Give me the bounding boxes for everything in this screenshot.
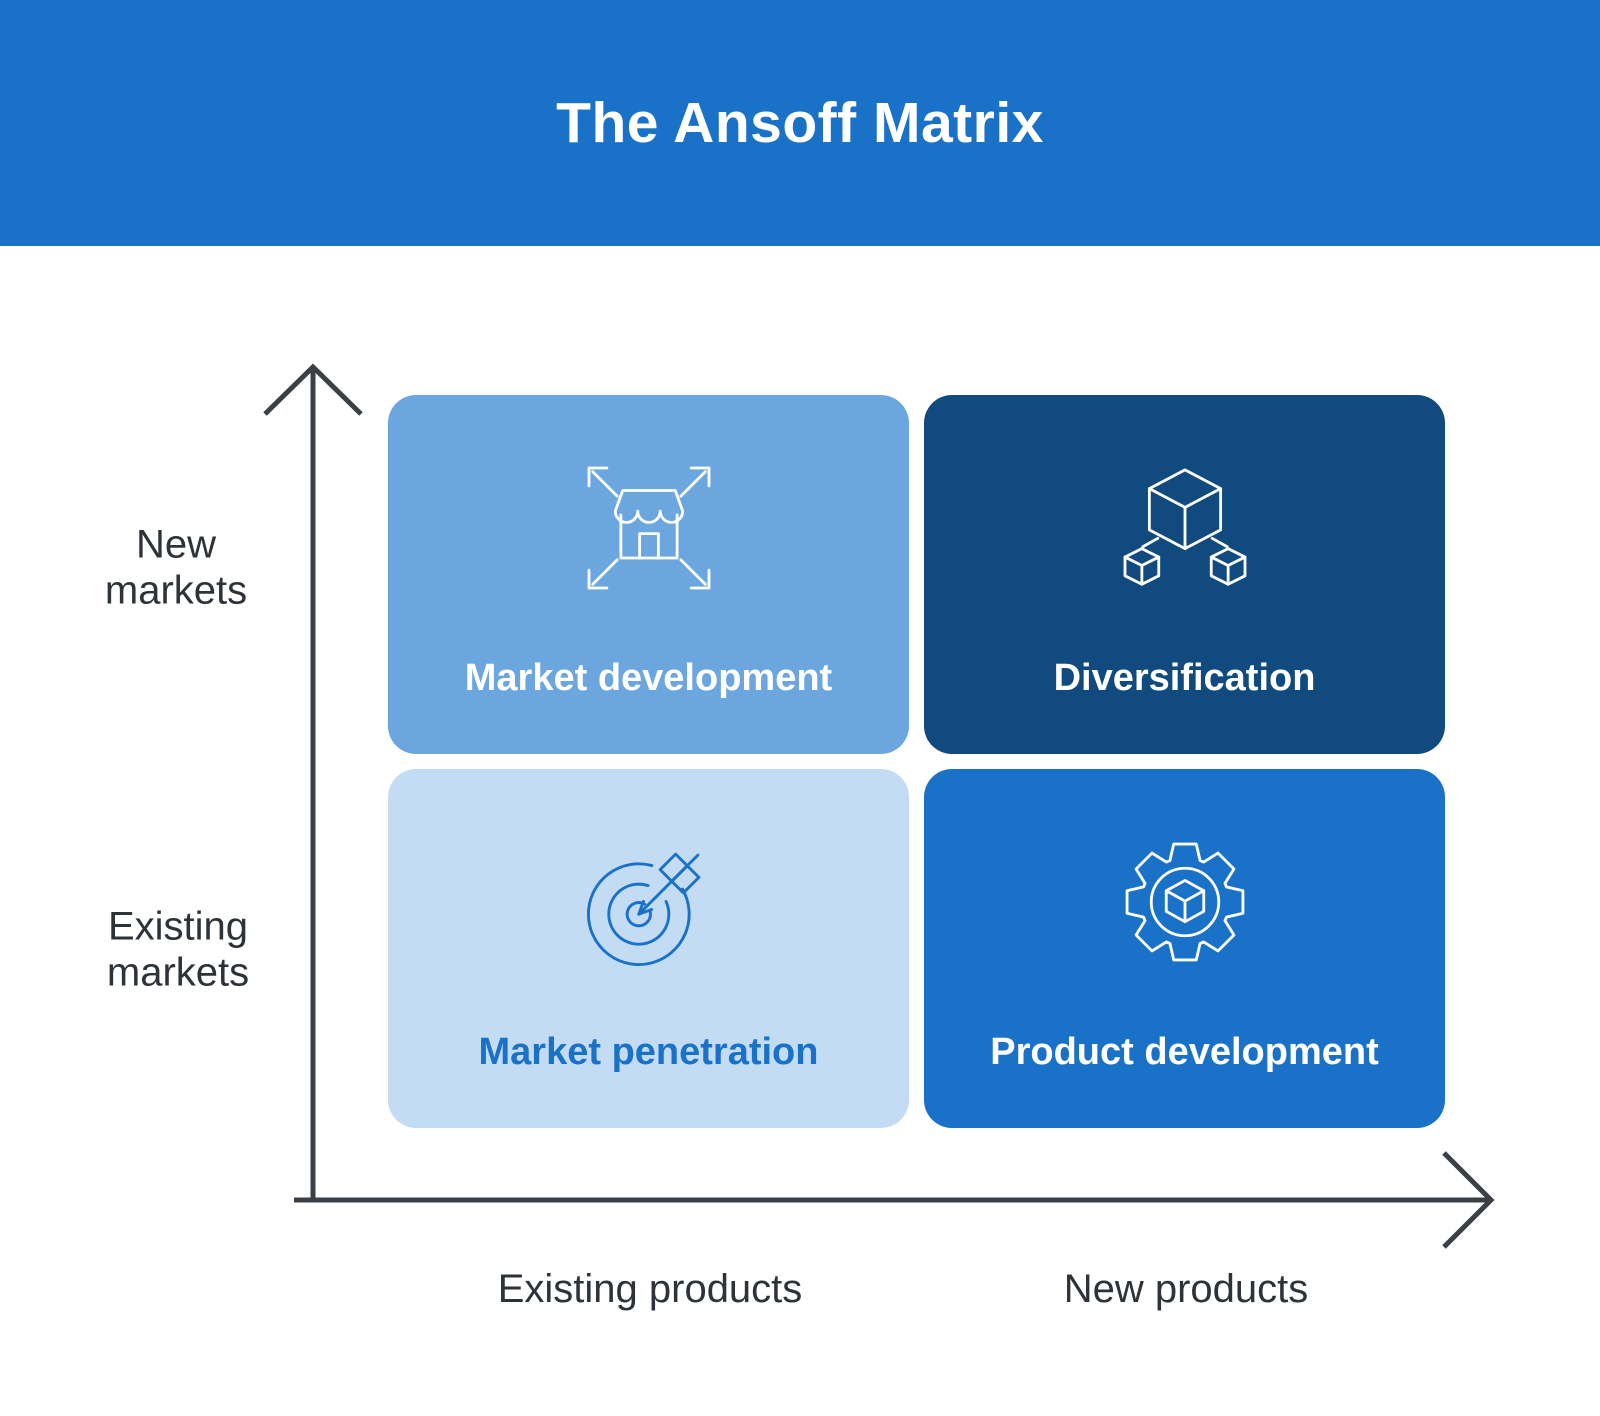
- target-dart-icon: [388, 827, 909, 982]
- quadrant-product-development: Product development: [924, 769, 1445, 1128]
- y-axis-label-existing-markets: Existing markets: [106, 904, 250, 995]
- quadrant-diversification: Diversification: [924, 395, 1445, 754]
- x-axis-arrowhead-icon: [1442, 1151, 1495, 1249]
- page-title: The Ansoff Matrix: [556, 91, 1044, 155]
- quadrant-label-market-development: Market development: [464, 657, 833, 699]
- header: The Ansoff Matrix: [0, 0, 1600, 246]
- linked-cubes-icon: [924, 453, 1445, 603]
- gear-cube-icon: [924, 827, 1445, 977]
- x-axis-label-existing-products: Existing products: [497, 1266, 803, 1311]
- quadrant-grid: Market development Diversification: [388, 395, 1445, 1128]
- quadrant-market-development: Market development: [388, 395, 909, 754]
- x-axis-label-new-products: New products: [1063, 1266, 1309, 1311]
- quadrant-label-market-penetration: Market penetration: [478, 1031, 819, 1073]
- y-axis-label-new-markets: New markets: [104, 522, 248, 613]
- store-expansion-icon: [388, 453, 909, 603]
- y-axis-arrowhead-icon: [263, 363, 363, 416]
- quadrant-label-product-development: Product development: [990, 1031, 1379, 1073]
- quadrant-label-diversification: Diversification: [1053, 657, 1316, 699]
- quadrant-market-penetration: Market penetration: [388, 769, 909, 1128]
